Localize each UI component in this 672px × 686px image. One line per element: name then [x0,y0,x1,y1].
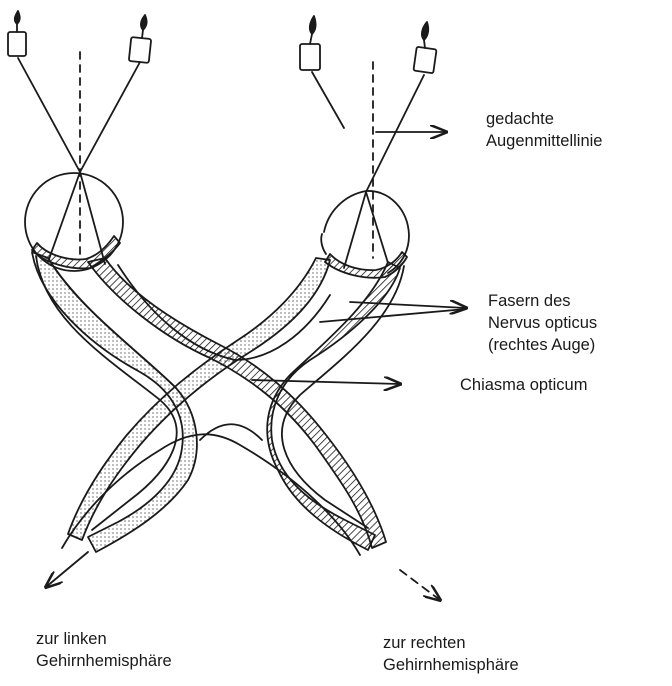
fibers-label-line3: (rechtes Auge) [488,334,597,356]
right-hemisphere-label-line2: Gehirnhemisphäre [383,654,519,676]
left-hemisphere-arrow [46,552,88,587]
left-candle-left [8,11,26,56]
right-sight-lines [312,72,424,268]
chiasma-label: Chiasma opticum [460,374,587,396]
chiasma-label-line1: Chiasma opticum [460,374,587,396]
right-candle-left [300,16,320,70]
right-hemisphere-label: zur rechten Gehirnhemisphäre [383,632,519,676]
left-hemisphere-label-line2: Gehirnhemisphäre [36,650,172,672]
left-nerve-crossing-band [88,258,386,548]
fibers-label: Fasern des Nervus opticus (rechtes Auge) [488,290,597,356]
midline-label: gedachte Augenmittellinie [486,108,602,152]
fibers-label-line2: Nervus opticus [488,312,597,334]
left-hemisphere-label: zur linken Gehirnhemisphäre [36,628,172,672]
left-candle-right [129,15,151,63]
right-hemisphere-arrow [400,570,440,600]
fibers-arrow-lower [320,309,466,322]
midline-label-line2: Augenmittellinie [486,130,602,152]
right-candle-right [413,22,436,73]
right-eye-edge [321,234,326,254]
left-hemisphere-label-line1: zur linken [36,628,172,650]
right-hemisphere-label-line1: zur rechten [383,632,519,654]
midline-label-line1: gedachte [486,108,602,130]
fibers-label-line1: Fasern des [488,290,597,312]
